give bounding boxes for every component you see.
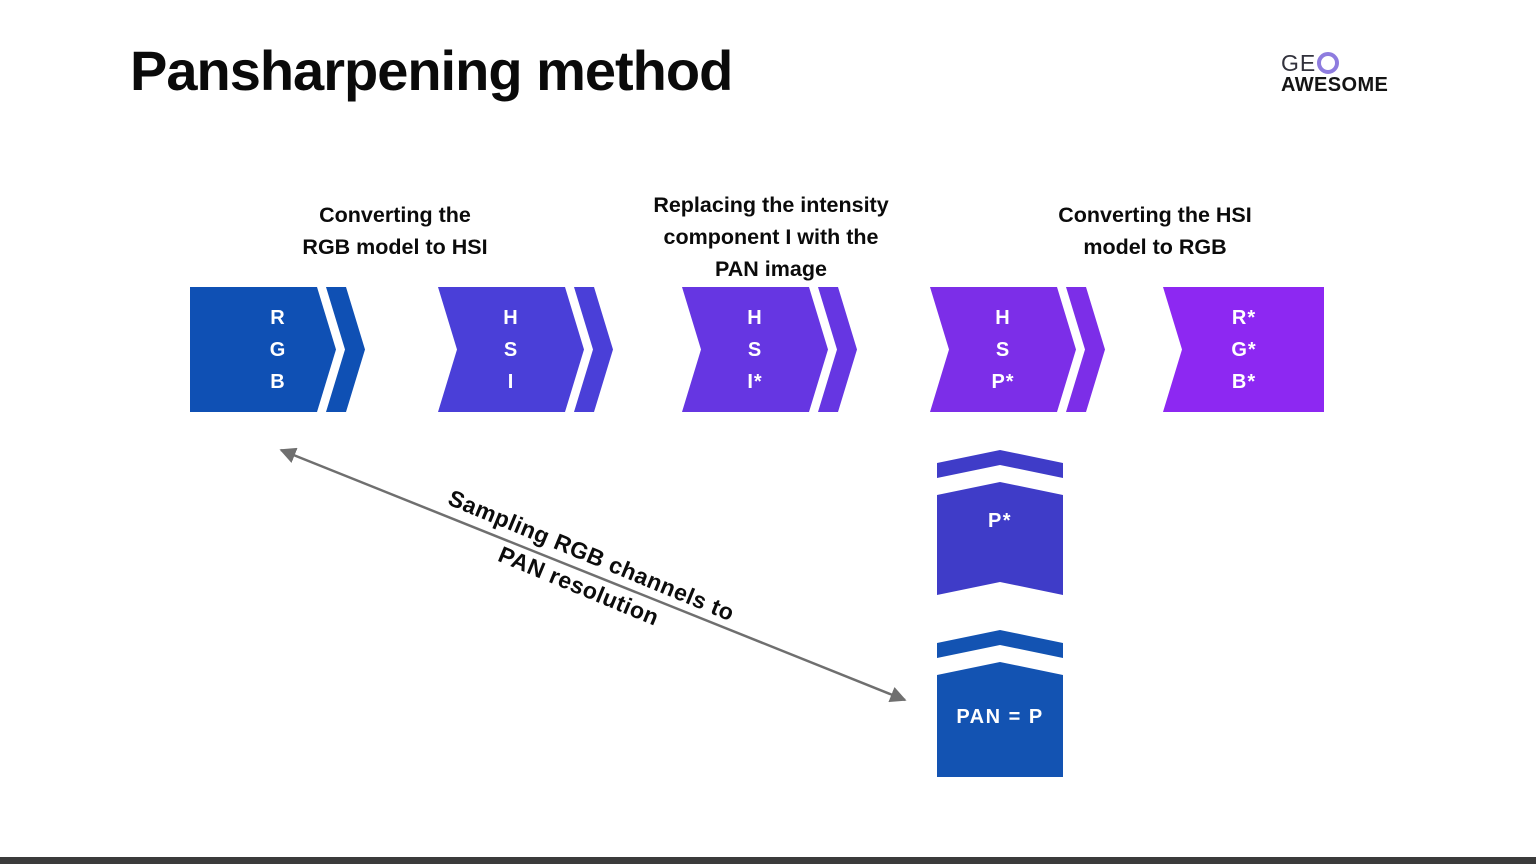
page-title: Pansharpening method	[130, 39, 733, 102]
hsi-letter-h: H	[503, 306, 519, 329]
step-label-2: Replacing the intensity component I with…	[620, 189, 922, 285]
step-label-1-line2: RGB model to HSI	[302, 235, 488, 259]
rgb-letter-b: B	[270, 370, 286, 393]
p-star-banner-body	[937, 482, 1063, 595]
hsi-arrow-chevron-icon	[574, 287, 613, 412]
hsi-star-arrow-chevron-icon	[818, 287, 857, 412]
rgb-star-block-letters: R* G* B*	[1173, 287, 1315, 412]
logo-awesome-text: AWESOME	[1281, 74, 1389, 96]
rgb-block-letters: R G B	[215, 287, 341, 412]
hsp-star-arrow-block	[930, 287, 1105, 412]
hsp-star-arrow-body	[930, 287, 1076, 412]
geoawesome-logo: GE AWESOME	[1281, 52, 1388, 97]
hsi-block-letters: H S I	[448, 287, 574, 412]
hsp-star-letter-p-star: P*	[991, 370, 1015, 393]
step-label-2-line3: PAN image	[715, 257, 827, 281]
footer-bar	[0, 857, 1536, 864]
sampling-arrow	[279, 447, 907, 703]
rgb-arrow-block	[190, 287, 365, 412]
logo-o-ring-icon	[1317, 52, 1340, 74]
step-label-1: Converting the RGB model to HSI	[245, 199, 545, 263]
hsi-star-arrow-body	[682, 287, 828, 412]
hsi-letter-i: I	[507, 370, 515, 393]
rgb-star-letter-r-star: R*	[1231, 306, 1257, 329]
hsp-star-arrow-chevron-icon	[1066, 287, 1105, 412]
rgb-star-letter-b-star: B*	[1231, 370, 1257, 393]
step-label-1-line1: Converting the	[319, 203, 471, 227]
step-label-3-line1: Converting the HSI	[1058, 203, 1252, 227]
rgb-letter-g: G	[269, 338, 287, 361]
pan-banner-body	[937, 662, 1063, 777]
hsi-letter-s: S	[503, 338, 519, 361]
hsi-arrow-body	[438, 287, 584, 412]
rgb-star-arrow-body	[1163, 287, 1324, 412]
hsi-star-arrow-block	[682, 287, 857, 412]
rgb-arrow-body	[190, 287, 336, 412]
p-star-banner-chevron-icon	[937, 450, 1063, 478]
hsp-star-letter-h: H	[995, 306, 1011, 329]
pan-banner-chevron-icon	[937, 630, 1063, 658]
hsi-star-letter-i-star: I*	[747, 370, 763, 393]
hsp-star-block-letters: H S P*	[940, 287, 1066, 412]
logo-geo-text: GE	[1281, 50, 1317, 76]
pan-banner	[937, 630, 1063, 777]
rgb-star-arrow-block	[1163, 287, 1324, 412]
step-label-2-line1: Replacing the intensity	[653, 193, 889, 217]
p-star-banner-label: P*	[987, 509, 1013, 532]
pan-banner-label: PAN = P	[956, 705, 1044, 728]
hsi-star-letter-h: H	[747, 306, 763, 329]
sampling-arrow-line	[279, 447, 907, 703]
rgb-arrow-chevron-icon	[326, 287, 365, 412]
logo-geo-line: GE	[1281, 50, 1388, 76]
hsi-star-block-letters: H S I*	[692, 287, 818, 412]
step-label-3-line2: model to RGB	[1083, 235, 1227, 259]
hsp-star-letter-s: S	[995, 338, 1011, 361]
p-star-banner	[937, 450, 1063, 595]
rgb-letter-r: R	[270, 306, 286, 329]
rgb-star-letter-g-star: G*	[1231, 338, 1257, 361]
hsi-arrow-block	[438, 287, 613, 412]
step-label-3: Converting the HSI model to RGB	[1005, 199, 1305, 263]
step-label-2-line2: component I with the	[663, 225, 879, 249]
hsi-star-letter-s: S	[747, 338, 763, 361]
